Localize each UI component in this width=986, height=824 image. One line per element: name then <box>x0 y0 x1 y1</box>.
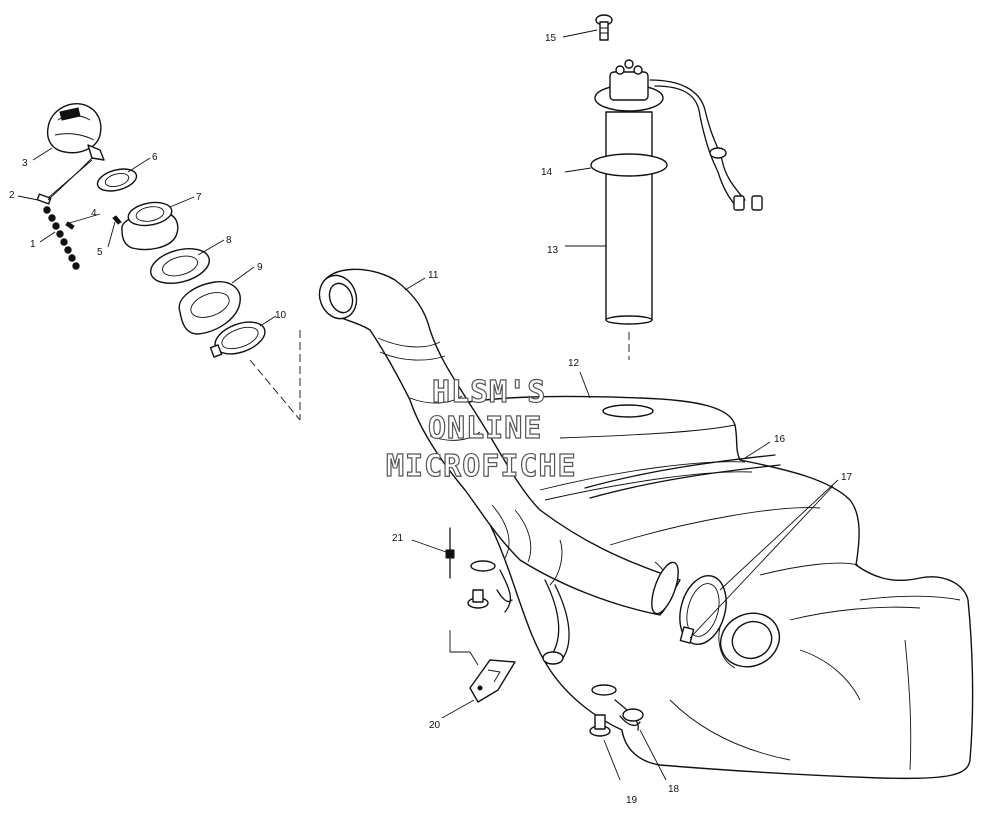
watermark-line-2: ONLINE <box>428 411 542 446</box>
callout-2: 2 <box>9 190 15 201</box>
guide-lines <box>47 159 301 421</box>
callout-4: 4 <box>91 208 97 219</box>
filler-hose <box>318 268 681 616</box>
callout-21: 21 <box>392 533 404 544</box>
hose-clamp-17 <box>679 575 727 645</box>
callout-20: 20 <box>429 720 441 731</box>
callout-13: 13 <box>547 245 559 256</box>
callout-18: 18 <box>668 784 680 795</box>
callout-3: 3 <box>22 158 28 169</box>
mounting-hardware <box>445 527 641 737</box>
callout-6: 6 <box>152 152 158 163</box>
watermark: HLSM'S ONLINE MICROFICHE <box>385 374 577 484</box>
callout-16: 16 <box>774 434 786 445</box>
callout-7: 7 <box>196 192 202 203</box>
callout-labels: 1 2 3 4 5 6 7 8 9 10 11 12 13 14 15 16 1… <box>9 33 853 806</box>
callout-9: 9 <box>257 262 263 273</box>
callout-8: 8 <box>226 235 232 246</box>
callout-19: 19 <box>626 795 638 806</box>
callout-5: 5 <box>97 247 103 258</box>
callout-15: 15 <box>545 33 557 44</box>
callout-12: 12 <box>568 358 580 369</box>
callout-1: 1 <box>30 239 36 250</box>
callout-14: 14 <box>541 167 553 178</box>
callout-17: 17 <box>841 472 853 483</box>
leader-lines <box>17 29 839 781</box>
fuel-sender <box>590 14 763 360</box>
callout-10: 10 <box>275 310 287 321</box>
watermark-line-1: HLSM'S <box>432 375 546 410</box>
watermark-line-3: MICROFICHE <box>386 449 577 484</box>
callout-11: 11 <box>428 270 439 281</box>
cap-assembly <box>36 103 266 358</box>
